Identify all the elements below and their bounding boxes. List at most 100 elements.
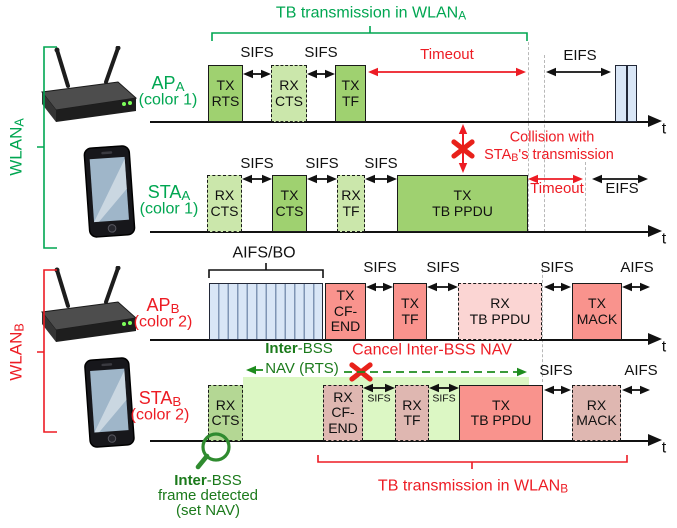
- text-part: t: [661, 439, 667, 457]
- row-ap-b-gap-arrow-sifs-0-head-left: [366, 282, 376, 292]
- row-ap-a-label: APA: [151, 72, 185, 94]
- text-part: EIFS: [563, 47, 597, 65]
- row-ap-b-gap-label-sifs-2: SIFS: [540, 260, 573, 276]
- block-line: TX: [341, 77, 360, 93]
- block-line: MACK: [576, 412, 617, 428]
- text-part: A: [12, 118, 27, 127]
- text-part: Inter: [174, 472, 207, 490]
- row-sta-b-gap-arrow-sifs-2-head-left: [544, 385, 554, 395]
- row-ap-a-timeline-arrowhead: [648, 115, 662, 127]
- row-sta-a-gap-arrow-sifs-1-head-left: [307, 174, 317, 184]
- text-part: A: [458, 8, 467, 23]
- row-ap-a-gap-arrow-sifs-0-head-left: [243, 69, 253, 79]
- row-sta-a-gap-arrow-eifs-4-head-left: [592, 174, 602, 184]
- row-sta-a-gap-label-eifs-4: EIFS: [605, 181, 638, 197]
- text-part: (color 2): [133, 313, 193, 331]
- block-line: CF-: [331, 404, 355, 421]
- text-part: B: [511, 151, 519, 164]
- row-sta-a-gap-arrow-sifs-0-head-left: [242, 174, 252, 184]
- block-line: TF: [341, 92, 360, 109]
- block-line: TB PPDU: [470, 412, 532, 428]
- caption-tb-transmission-wlan-a: TB transmission in WLANA: [276, 5, 467, 23]
- caption-tb-transmission-wlan-b: TB transmission in WLANB: [377, 477, 568, 496]
- text-part: Cancel Inter-BSS NAV: [352, 341, 512, 359]
- block-line: END: [330, 318, 361, 335]
- row-sta-a-gap-label-sifs-2: SIFS: [364, 156, 397, 172]
- dashline-wlan-a-timeout-end: [528, 42, 529, 232]
- row-ap-a-gap-arrow-timeout-2-head-right: [516, 67, 526, 77]
- row-sta-a-timeline-arrowhead: [648, 225, 662, 237]
- text-part: 's transmission: [518, 146, 614, 163]
- dashline-wlan-a-eifs-start: [544, 55, 545, 232]
- x-mark-collision: [451, 139, 475, 159]
- block-line: TF: [403, 412, 421, 428]
- text-part: A: [181, 188, 191, 204]
- phone-image: [77, 144, 141, 240]
- text-part: TB transmission in WLAN: [377, 477, 561, 495]
- block-line: RX: [402, 396, 422, 413]
- router-image: [38, 266, 142, 342]
- text-part: B: [170, 301, 180, 317]
- caption-frame-detected-line3: (set NAV): [176, 503, 240, 519]
- row-ap-a-axis-label: t: [662, 121, 666, 139]
- caption-cancel-inter-bss-nav: Cancel Inter-BSS NAV: [352, 341, 512, 360]
- phone-graphic: [84, 357, 135, 448]
- row-sta-b-axis-label: t: [661, 439, 667, 458]
- magnifier-icon-handle: [195, 453, 210, 470]
- router-graphic: [41, 46, 138, 122]
- text-part: SIFS: [426, 259, 460, 277]
- text-part: (color 1): [139, 200, 199, 218]
- row-ap-b-label: APB: [147, 295, 180, 317]
- text-part: SIFS: [240, 44, 274, 62]
- block-line: TF: [342, 202, 360, 219]
- bracket-tb-transmission-wlan-b: [317, 455, 628, 469]
- router-graphic: [41, 266, 138, 342]
- row-sta-a-axis-label: t: [662, 231, 666, 249]
- block-line: TX: [216, 77, 235, 93]
- text-part: EIFS: [605, 180, 639, 198]
- text-part: AIFS/BO: [232, 244, 296, 262]
- text-part: B: [172, 394, 182, 410]
- block-line: TX: [588, 295, 606, 311]
- phone-graphic: [83, 145, 136, 238]
- block-line: TB PPDU: [432, 202, 493, 219]
- router-image: [38, 46, 142, 122]
- row-sta-b-label: STAB: [139, 388, 182, 410]
- text-part: (color 2): [130, 406, 190, 424]
- row-ap-b-gap-label-sifs-0: SIFS: [363, 260, 396, 276]
- row-ap-b-gap-arrow-sifs-1-head-left: [427, 282, 437, 292]
- text-part: SIFS: [240, 155, 274, 173]
- bracket-aifs-bo: [208, 263, 324, 278]
- text-part: AP: [151, 72, 176, 93]
- block-line: TX: [336, 287, 355, 304]
- label-wlan-a: WLANA: [6, 118, 27, 176]
- text-part: AIFS: [624, 362, 658, 380]
- row-ap-b-gap-arrow-sifs-2-head-left: [544, 282, 554, 292]
- text-part: NAV (RTS): [265, 360, 339, 378]
- label-wlan-b: WLANB: [6, 323, 26, 381]
- row-ap-a-gap-arrow-sifs-0-head-right: [261, 69, 271, 79]
- row-sta-b-gap-label-aifs-3: AIFS: [624, 363, 657, 379]
- block-line: CF-: [333, 302, 358, 319]
- block-line: TX: [492, 396, 510, 413]
- dashline-tb-ppdu-b-end: [542, 265, 543, 382]
- row-sta-a-gap-label-sifs-1: SIFS: [305, 156, 338, 172]
- row-ap-b-gap-arrow-sifs-2-head-right: [561, 282, 571, 292]
- row-ap-a-gap-arrow-eifs-3-head-left: [546, 67, 556, 77]
- row-ap-a-gap-arrow-sifs-1-head-left: [307, 69, 317, 79]
- block-line: MACK: [576, 310, 618, 327]
- text-part: STA: [484, 146, 512, 163]
- block-line: END: [328, 419, 358, 436]
- row-ap-a-timeline: [150, 120, 648, 124]
- block-line: CTS: [210, 202, 239, 219]
